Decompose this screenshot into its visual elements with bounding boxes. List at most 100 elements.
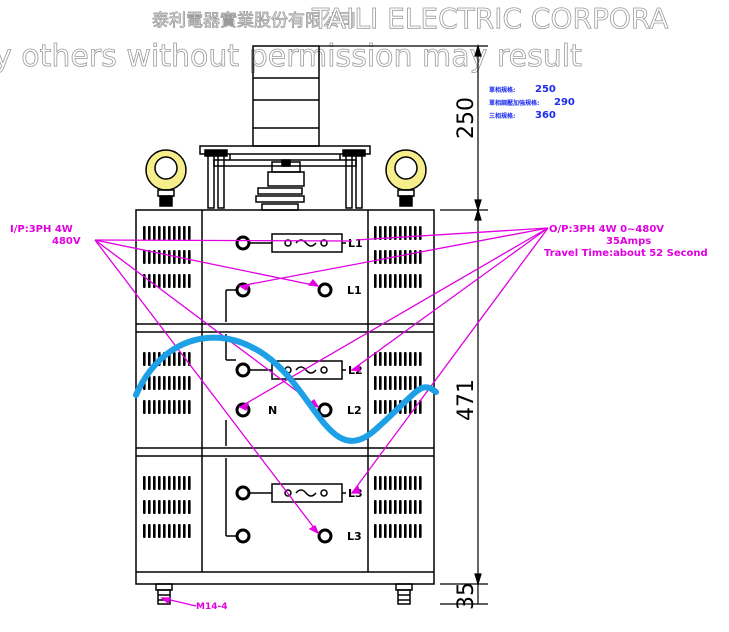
vent-slot: [143, 250, 146, 264]
vent-slot: [168, 524, 171, 538]
label-fuse-l1: L1: [348, 237, 363, 250]
vent-slot: [158, 274, 161, 288]
vent-slot: [379, 376, 382, 390]
vent-slot: [163, 400, 166, 414]
dimension-lines: [319, 43, 488, 605]
vent-slot: [173, 400, 176, 414]
vent-slot: [148, 524, 151, 538]
vent-slot: [158, 476, 161, 490]
vent-grilles: [143, 226, 422, 538]
vent-slot: [374, 250, 377, 264]
vent-slot: [404, 352, 407, 366]
vent-slot: [143, 352, 146, 366]
vent-slot: [399, 352, 402, 366]
vent-slot: [409, 400, 412, 414]
vent-slot: [389, 476, 392, 490]
vent-slot: [414, 376, 417, 390]
vent-slot: [153, 376, 156, 390]
vent-slot: [168, 226, 171, 240]
vent-slot: [188, 476, 191, 490]
capacity-label-2: 單相調壓加強規格:: [489, 99, 539, 107]
terminal-panel-l2: [225, 334, 346, 446]
vent-slot: [379, 524, 382, 538]
cabinet: [135, 209, 435, 585]
terminal-panel-l1: [225, 233, 346, 322]
label-out-l3: L3: [347, 530, 362, 543]
vent-slot: [163, 250, 166, 264]
vent-slot: [374, 500, 377, 514]
vent-slot: [143, 500, 146, 514]
foot-note: M14-4: [196, 602, 227, 612]
vent-slot: [389, 400, 392, 414]
vent-slot: [389, 524, 392, 538]
vent-slot: [183, 476, 186, 490]
vent-slot: [414, 500, 417, 514]
vent-slot: [173, 226, 176, 240]
vent-slot: [419, 400, 422, 414]
vent-slot: [384, 352, 387, 366]
vent-slot: [379, 476, 382, 490]
vent-slot: [414, 476, 417, 490]
vent-slot: [178, 476, 181, 490]
vent-slot: [178, 352, 181, 366]
vent-slot: [384, 524, 387, 538]
vent-slot: [419, 500, 422, 514]
vent-slot: [409, 476, 412, 490]
vent-slot: [419, 524, 422, 538]
vent-slot: [374, 400, 377, 414]
vent-slot: [419, 226, 422, 240]
vent-slot: [399, 226, 402, 240]
vent-slot: [168, 376, 171, 390]
vent-slot: [178, 400, 181, 414]
vent-slot: [188, 400, 191, 414]
vent-slot: [188, 226, 191, 240]
label-out-l1: L1: [347, 284, 362, 297]
vent-slot: [173, 274, 176, 288]
vent-slot: [389, 226, 392, 240]
vent-slot: [168, 250, 171, 264]
vent-slot: [168, 500, 171, 514]
label-neutral: N: [268, 404, 277, 417]
vent-slot: [394, 352, 397, 366]
vent-slot: [188, 376, 191, 390]
vent-slot: [394, 226, 397, 240]
vent-slot: [178, 226, 181, 240]
vent-slot: [409, 376, 412, 390]
vent-slot: [173, 352, 176, 366]
vent-slot: [389, 274, 392, 288]
watermark-company-cn: 泰利電器實業股份有限公司: [152, 11, 356, 31]
vent-slot: [163, 476, 166, 490]
vent-slot: [389, 376, 392, 390]
capacity-value-1: 250: [535, 84, 556, 95]
vent-slot: [414, 524, 417, 538]
vent-slot: [158, 250, 161, 264]
vent-slot: [148, 352, 151, 366]
vent-slot: [399, 500, 402, 514]
vent-slot: [148, 476, 151, 490]
vent-slot: [394, 500, 397, 514]
vent-slot: [168, 476, 171, 490]
input-note-line-1: I/P:3PH 4W: [10, 224, 73, 235]
lifting-eye-right: [385, 149, 427, 207]
vent-slot: [419, 352, 422, 366]
vent-slot: [148, 500, 151, 514]
vent-slot: [153, 400, 156, 414]
foot-right: [395, 583, 413, 605]
vent-slot: [394, 274, 397, 288]
vent-slot: [153, 226, 156, 240]
vent-slot: [153, 476, 156, 490]
vent-slot: [148, 226, 151, 240]
vent-slot: [163, 226, 166, 240]
dim-top-height: 250: [454, 97, 479, 139]
vent-slot: [143, 476, 146, 490]
vent-slot: [384, 274, 387, 288]
dim-feet-height: 35: [454, 582, 479, 610]
vent-slot: [158, 524, 161, 538]
watermark-company-en: TAILI ELECTRIC CORPORA: [311, 2, 668, 35]
motor: [199, 45, 371, 211]
capacity-label-3: 三相規格:: [489, 112, 515, 120]
vent-slot: [163, 376, 166, 390]
vent-slot: [158, 400, 161, 414]
vent-slot: [374, 376, 377, 390]
